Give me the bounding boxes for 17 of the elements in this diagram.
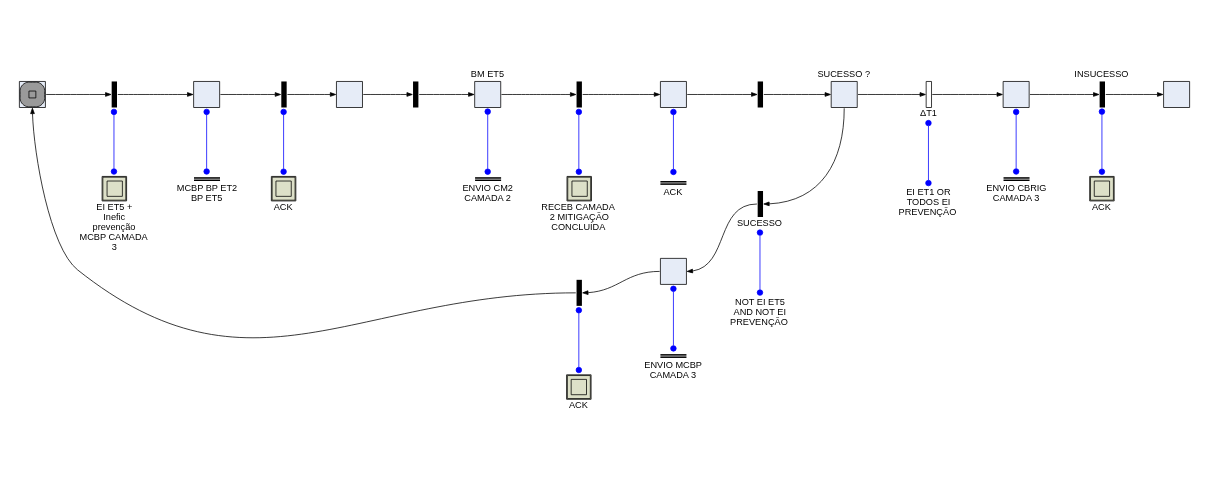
node-label: ACK (663, 186, 683, 197)
node-label: ENVIO MCBP CAMADA 3 (644, 359, 703, 380)
node-label: ENVIO CBRIG CAMADA 3 (986, 182, 1047, 203)
node-label: SUCESSO (736, 217, 782, 228)
node-label: INSUCESSO (1074, 68, 1129, 79)
node-text: EI ET1 OR TODOS EI PREVENÇÃO (898, 186, 957, 217)
node-label: BM ET5 (470, 68, 505, 79)
node-label: EI ET5 + Inefic prevenção MCBP CAMADA 3 (79, 201, 148, 252)
node-label: ACK (273, 201, 293, 212)
node-label: ACK (568, 399, 588, 410)
node-label: ΔT1 (920, 107, 937, 118)
node-label: MCBP BP ET2 BP ET5 (176, 182, 238, 203)
node-label: ACK (1091, 201, 1111, 212)
node-label: ENVIO CM2 CAMADA 2 (462, 182, 513, 203)
node-text: NOT EI ET5 AND NOT EI PREVENÇÃO (730, 296, 788, 327)
node-label: SUCESSO ? (817, 68, 870, 79)
node-label: RECEB CAMADA 2 MITIGAÇÃO CONCLUÍDA (541, 201, 615, 232)
